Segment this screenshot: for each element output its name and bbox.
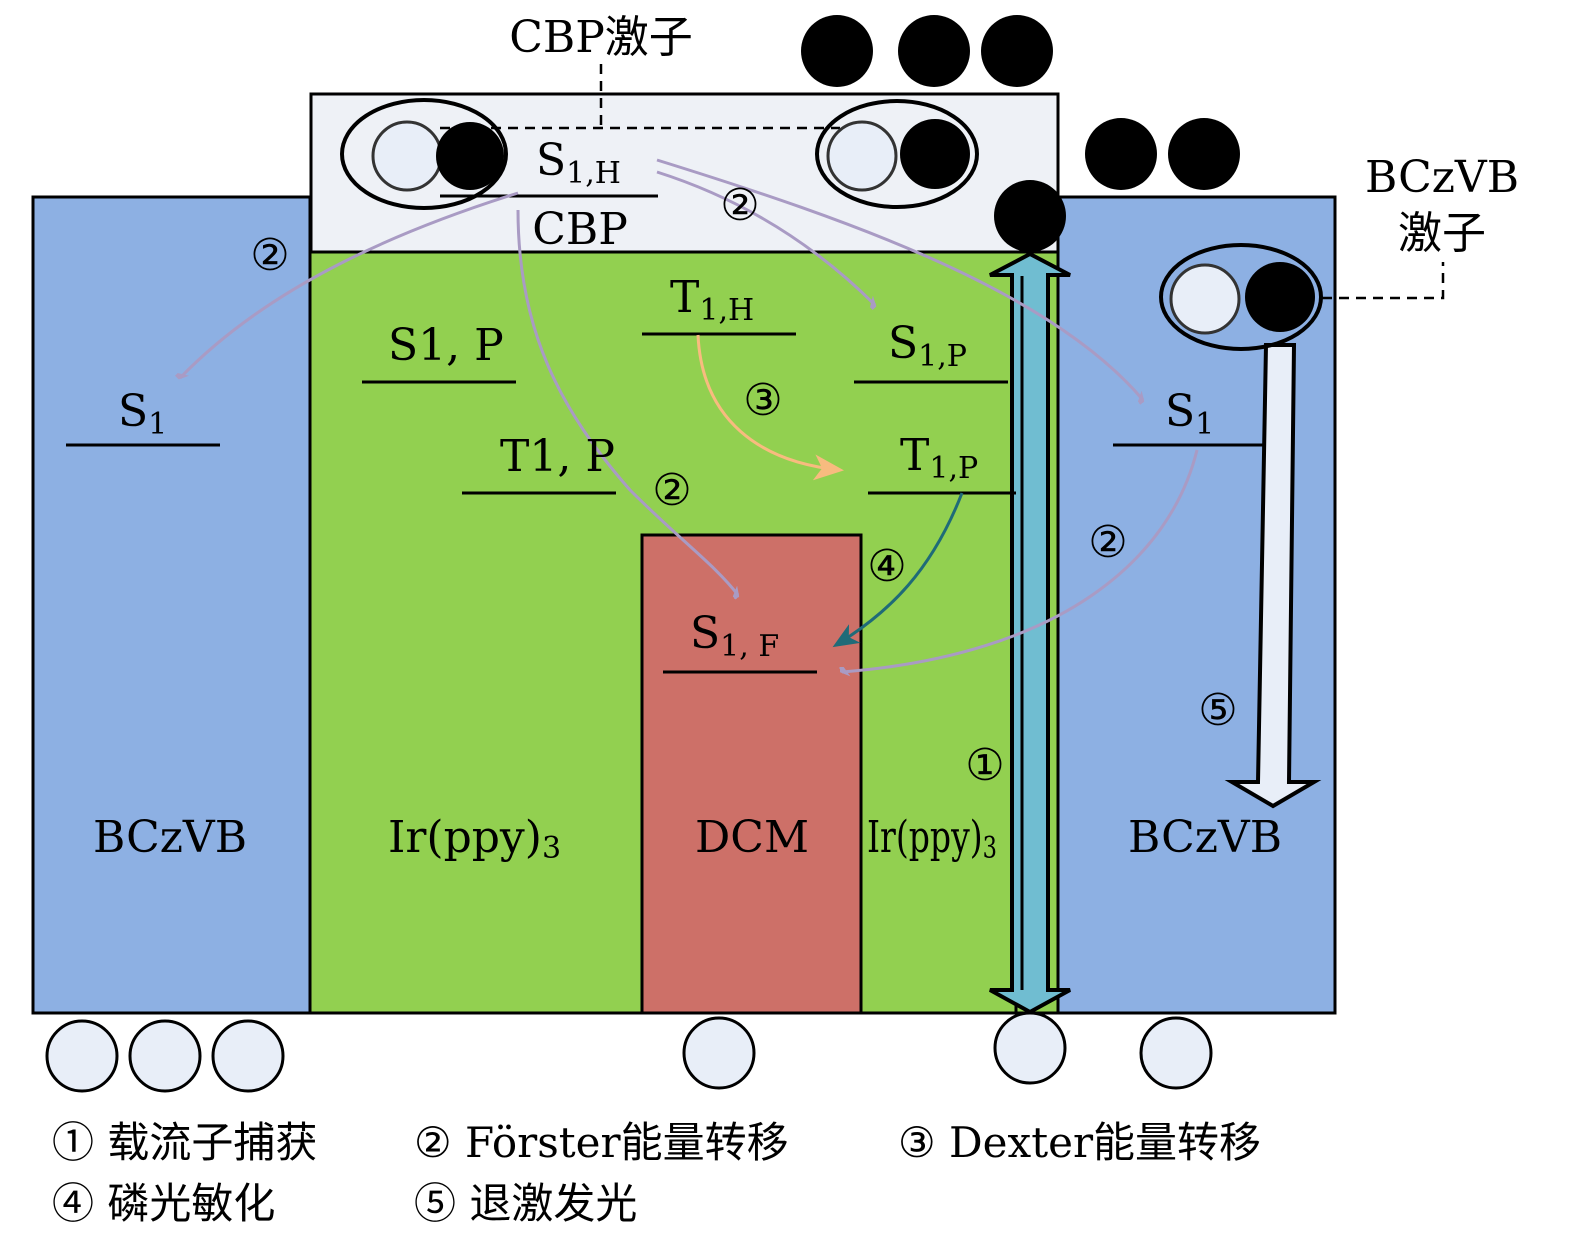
hole-icon [128,1019,202,1093]
marker-forster: ② [720,180,759,231]
marker-forster: ② [1088,517,1127,568]
forster-arrows [180,158,1199,672]
hole-icon [1169,263,1241,335]
hole-icon [826,120,898,192]
bczvb-exciton-callout-line [1322,262,1445,300]
cbp-exciton-callout: CBP激子 [509,12,693,63]
legend: ① 载流子捕获 ② Förster能量转移 ③ Dexter能量转移 ④ 磷光敏… [52,1118,1261,1228]
legend-item: ⑤ 退激发光 [414,1179,637,1228]
electron-icon [994,180,1066,252]
forster-arrow [516,209,738,595]
label-t1p-right: T1,P [900,430,978,486]
hole-icon [682,1016,756,1090]
electron-icon [900,119,970,189]
layer-label-bczvb-right: BCzVB [1128,812,1282,863]
marker-forster: ② [652,465,691,516]
forster-arrow [180,191,519,378]
layer-label-irppy-right: Ir(ppy)3 [867,812,997,866]
marker-dexter: ③ [743,375,782,426]
label-t1h: T1,H [670,272,754,328]
hole-icon [993,1011,1067,1085]
legend-item: ② Förster能量转移 [414,1118,789,1167]
holes [45,1011,1213,1093]
layer-label-bczvb-left: BCzVB [93,812,247,863]
layer-label-cbp: CBP [532,204,628,255]
electron-icon [1245,262,1315,332]
label-s1p-left: S1, P [388,320,504,371]
electrons [801,15,1240,252]
electron-icon [1168,118,1240,190]
bczvb-exciton-callout-line1: BCzVB [1365,152,1519,203]
dexter-arrow [696,334,844,481]
marker-carrier-capture: ① [965,740,1004,791]
electron-icon [981,15,1053,87]
cbp-exciton-right [815,99,979,209]
legend-item: ④ 磷光敏化 [52,1179,275,1228]
bczvb-exciton [1159,243,1323,351]
legend-item: ① 载流子捕获 [52,1118,317,1167]
layer-label-dcm: DCM [695,812,809,863]
bczvb-exciton-callout-line2: 激子 [1398,208,1486,259]
hole-icon [45,1019,119,1093]
electron-icon [898,15,970,87]
label-s1p-right: S1,P [888,318,967,374]
energy-levels [66,194,1263,674]
hole-icon [211,1019,285,1093]
label-s1-left: S1 [118,386,167,442]
label-s1h: S1,H [536,135,621,191]
emission-arrow [1224,343,1322,809]
hole-icon [371,120,443,192]
marker-forster: ② [250,230,289,281]
forster-arrow [656,170,875,305]
forster-arrow [656,158,1143,400]
dcm-layer [640,533,863,1015]
marker-emission: ⑤ [1198,685,1237,736]
legend-item: ③ Dexter能量转移 [898,1118,1261,1167]
forster-arrow [842,449,1199,672]
cbp-exciton-callout-line [440,64,840,130]
electron-icon [1085,118,1157,190]
sensitization-arrow [832,492,964,648]
label-s1f: S1, F [690,608,779,664]
electron-icon [436,122,504,190]
marker-sensitization: ④ [867,541,906,592]
label-s1-right: S1 [1165,386,1214,442]
electron-icon [801,15,873,87]
bczvb-left-layer [31,195,312,1015]
layer-label-irppy-left: Ir(ppy)3 [388,812,561,866]
label-t1p-left: T1, P [500,431,615,482]
hole-icon [1139,1016,1213,1090]
cbp-exciton-left [340,98,508,210]
